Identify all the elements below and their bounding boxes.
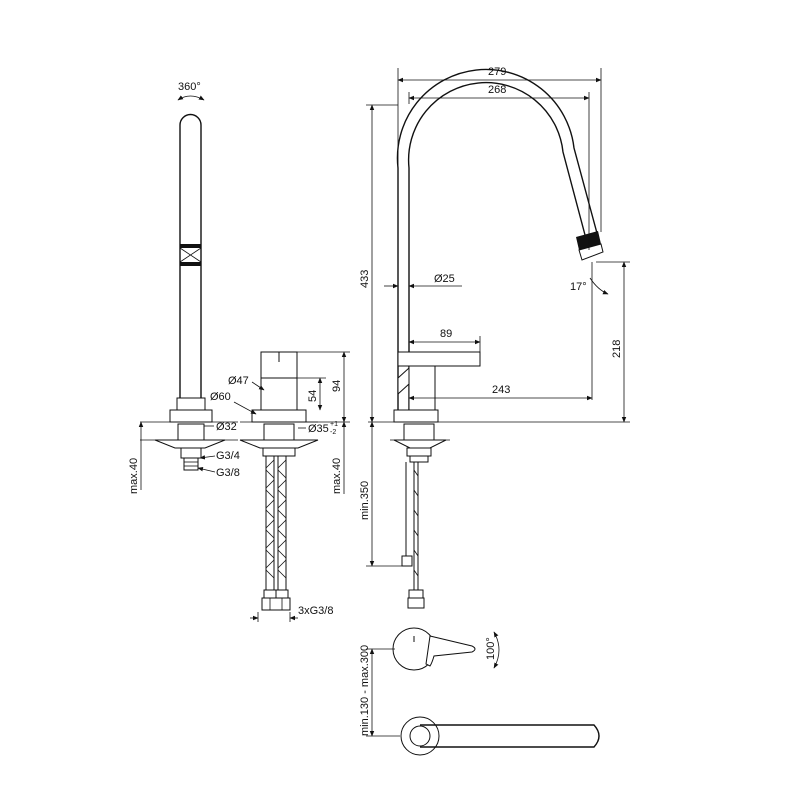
spout-plan: [420, 724, 600, 748]
profile-base: [393, 409, 439, 423]
dia-32-label: Ø32: [216, 421, 237, 433]
clamp-plate: [154, 439, 226, 449]
hoses-label: 3xG3/8: [298, 605, 333, 617]
thread-38-label: G3/8: [216, 467, 240, 479]
dim-243-label: 243: [492, 384, 510, 396]
lever-rotation-icon: [493, 631, 500, 669]
thread-34-label: G3/4: [216, 450, 240, 462]
min350-label: min.350: [359, 481, 371, 520]
dim-94-label: 94: [331, 380, 343, 392]
mixer-body-profile: [408, 365, 436, 411]
dim-54-label: 54: [307, 390, 319, 402]
tol-35-plus: +1: [330, 421, 338, 428]
mixer-base-collar: [251, 409, 307, 423]
hose-fittings: [261, 597, 291, 611]
lever-handle: [397, 351, 481, 367]
dim-268-label: 268: [488, 84, 506, 96]
angle-arc: [589, 277, 609, 295]
dia-35-label: Ø35: [308, 423, 329, 435]
max40-mid-label: max.40: [331, 458, 343, 494]
supply-hoses: [261, 456, 291, 611]
thread-stub: [183, 457, 199, 471]
angle-17-label: 17°: [570, 281, 587, 293]
dia-60-label: Ø60: [210, 391, 231, 403]
mixer-body-view: 3xG3/8 Ø47 Ø60 Ø35 +1 -2 54 94 max.40: [210, 351, 350, 622]
gooseneck-outer: [396, 68, 602, 410]
tol-35-minus: -2: [330, 429, 336, 436]
dim-218-label: 218: [611, 340, 623, 358]
lever-plan: [425, 635, 476, 667]
spout-tube: [179, 113, 202, 398]
dia-25-label: Ø25: [434, 273, 455, 285]
gooseneck-inner: [407, 81, 590, 410]
dim-279-label: 279: [488, 66, 506, 78]
spout-plan-circle: [400, 716, 440, 756]
dim-433-label: 433: [359, 270, 371, 288]
spout-base-collar: [169, 409, 213, 423]
dia-47-label: Ø47: [228, 375, 249, 387]
rotation-lever-label: 100°: [485, 637, 497, 660]
faucet-profile-view: 279 268 433 min.350 Ø25 89 243 218 17°: [359, 66, 630, 609]
rotation-arrow-icon: [177, 95, 205, 101]
dim-89-label: 89: [440, 328, 452, 340]
spout-side-view: 360° Ø32 G3/4 G3/8 max.40: [128, 81, 240, 494]
mixer-body: [260, 377, 298, 411]
aerator-band: [180, 244, 201, 248]
distance-range-label: min.130 - max.300: [359, 645, 371, 736]
plan-views: 100° min.130 - max.300: [359, 627, 600, 756]
max40-left-label: max.40: [128, 458, 140, 494]
rotation-spout-label: 360°: [178, 81, 201, 93]
